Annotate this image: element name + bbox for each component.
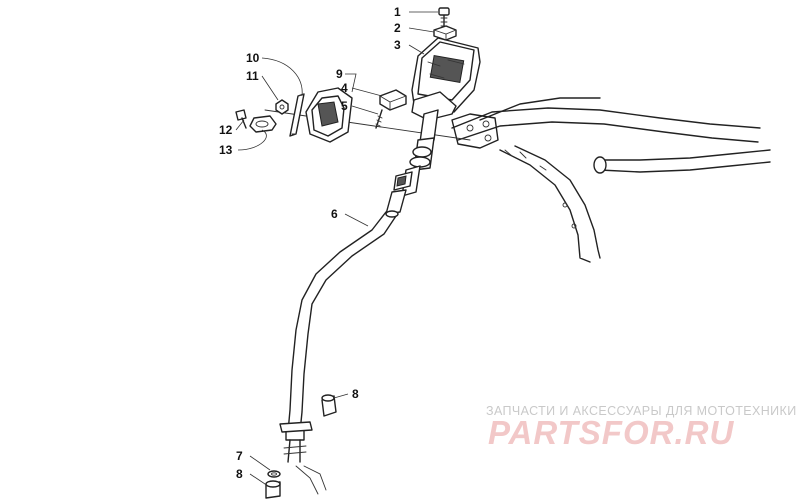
steering-post-cover bbox=[305, 87, 353, 143]
steering-post-upper bbox=[409, 91, 457, 171]
clamp bbox=[249, 115, 277, 133]
callout-3: 3 bbox=[394, 38, 401, 52]
steering-shaft bbox=[279, 210, 399, 495]
bolt bbox=[375, 109, 383, 129]
lock-nut bbox=[433, 25, 457, 41]
washer bbox=[267, 470, 281, 478]
steering-post-bracket bbox=[411, 37, 481, 113]
callout-7: 7 bbox=[236, 449, 243, 463]
callout-4: 4 bbox=[341, 81, 348, 95]
callout-6: 6 bbox=[331, 207, 338, 221]
frame-section bbox=[451, 97, 771, 263]
watermark-logo: PARTSFOR.RU bbox=[488, 414, 735, 451]
callout-1: 1 bbox=[394, 5, 401, 19]
callout-13: 13 bbox=[219, 143, 233, 157]
leader-lines bbox=[235, 11, 438, 487]
callout-2: 2 bbox=[394, 21, 401, 35]
screw bbox=[235, 109, 247, 129]
hex-nut bbox=[275, 99, 289, 115]
callout-8-upper: 8 bbox=[352, 387, 359, 401]
callout-8-lower: 8 bbox=[236, 467, 243, 481]
bearing-block bbox=[379, 89, 407, 111]
bushing-upper bbox=[321, 394, 337, 417]
callout-labels: 1 2 3 4 5 6 7 8 8 9 10 11 12 13 bbox=[219, 5, 401, 481]
bushing-lower bbox=[265, 480, 281, 499]
cap-screw bbox=[438, 7, 450, 29]
callout-9: 9 bbox=[336, 67, 343, 81]
callout-12: 12 bbox=[219, 123, 233, 137]
watermark-caption: ЗАПЧАСТИ И АКСЕССУАРЫ ДЛЯ МОТОТЕХНИКИ bbox=[486, 404, 797, 418]
steering-coupling bbox=[385, 165, 421, 215]
callout-5: 5 bbox=[341, 99, 348, 113]
callout-11: 11 bbox=[246, 69, 259, 83]
callout-10: 10 bbox=[246, 51, 260, 65]
